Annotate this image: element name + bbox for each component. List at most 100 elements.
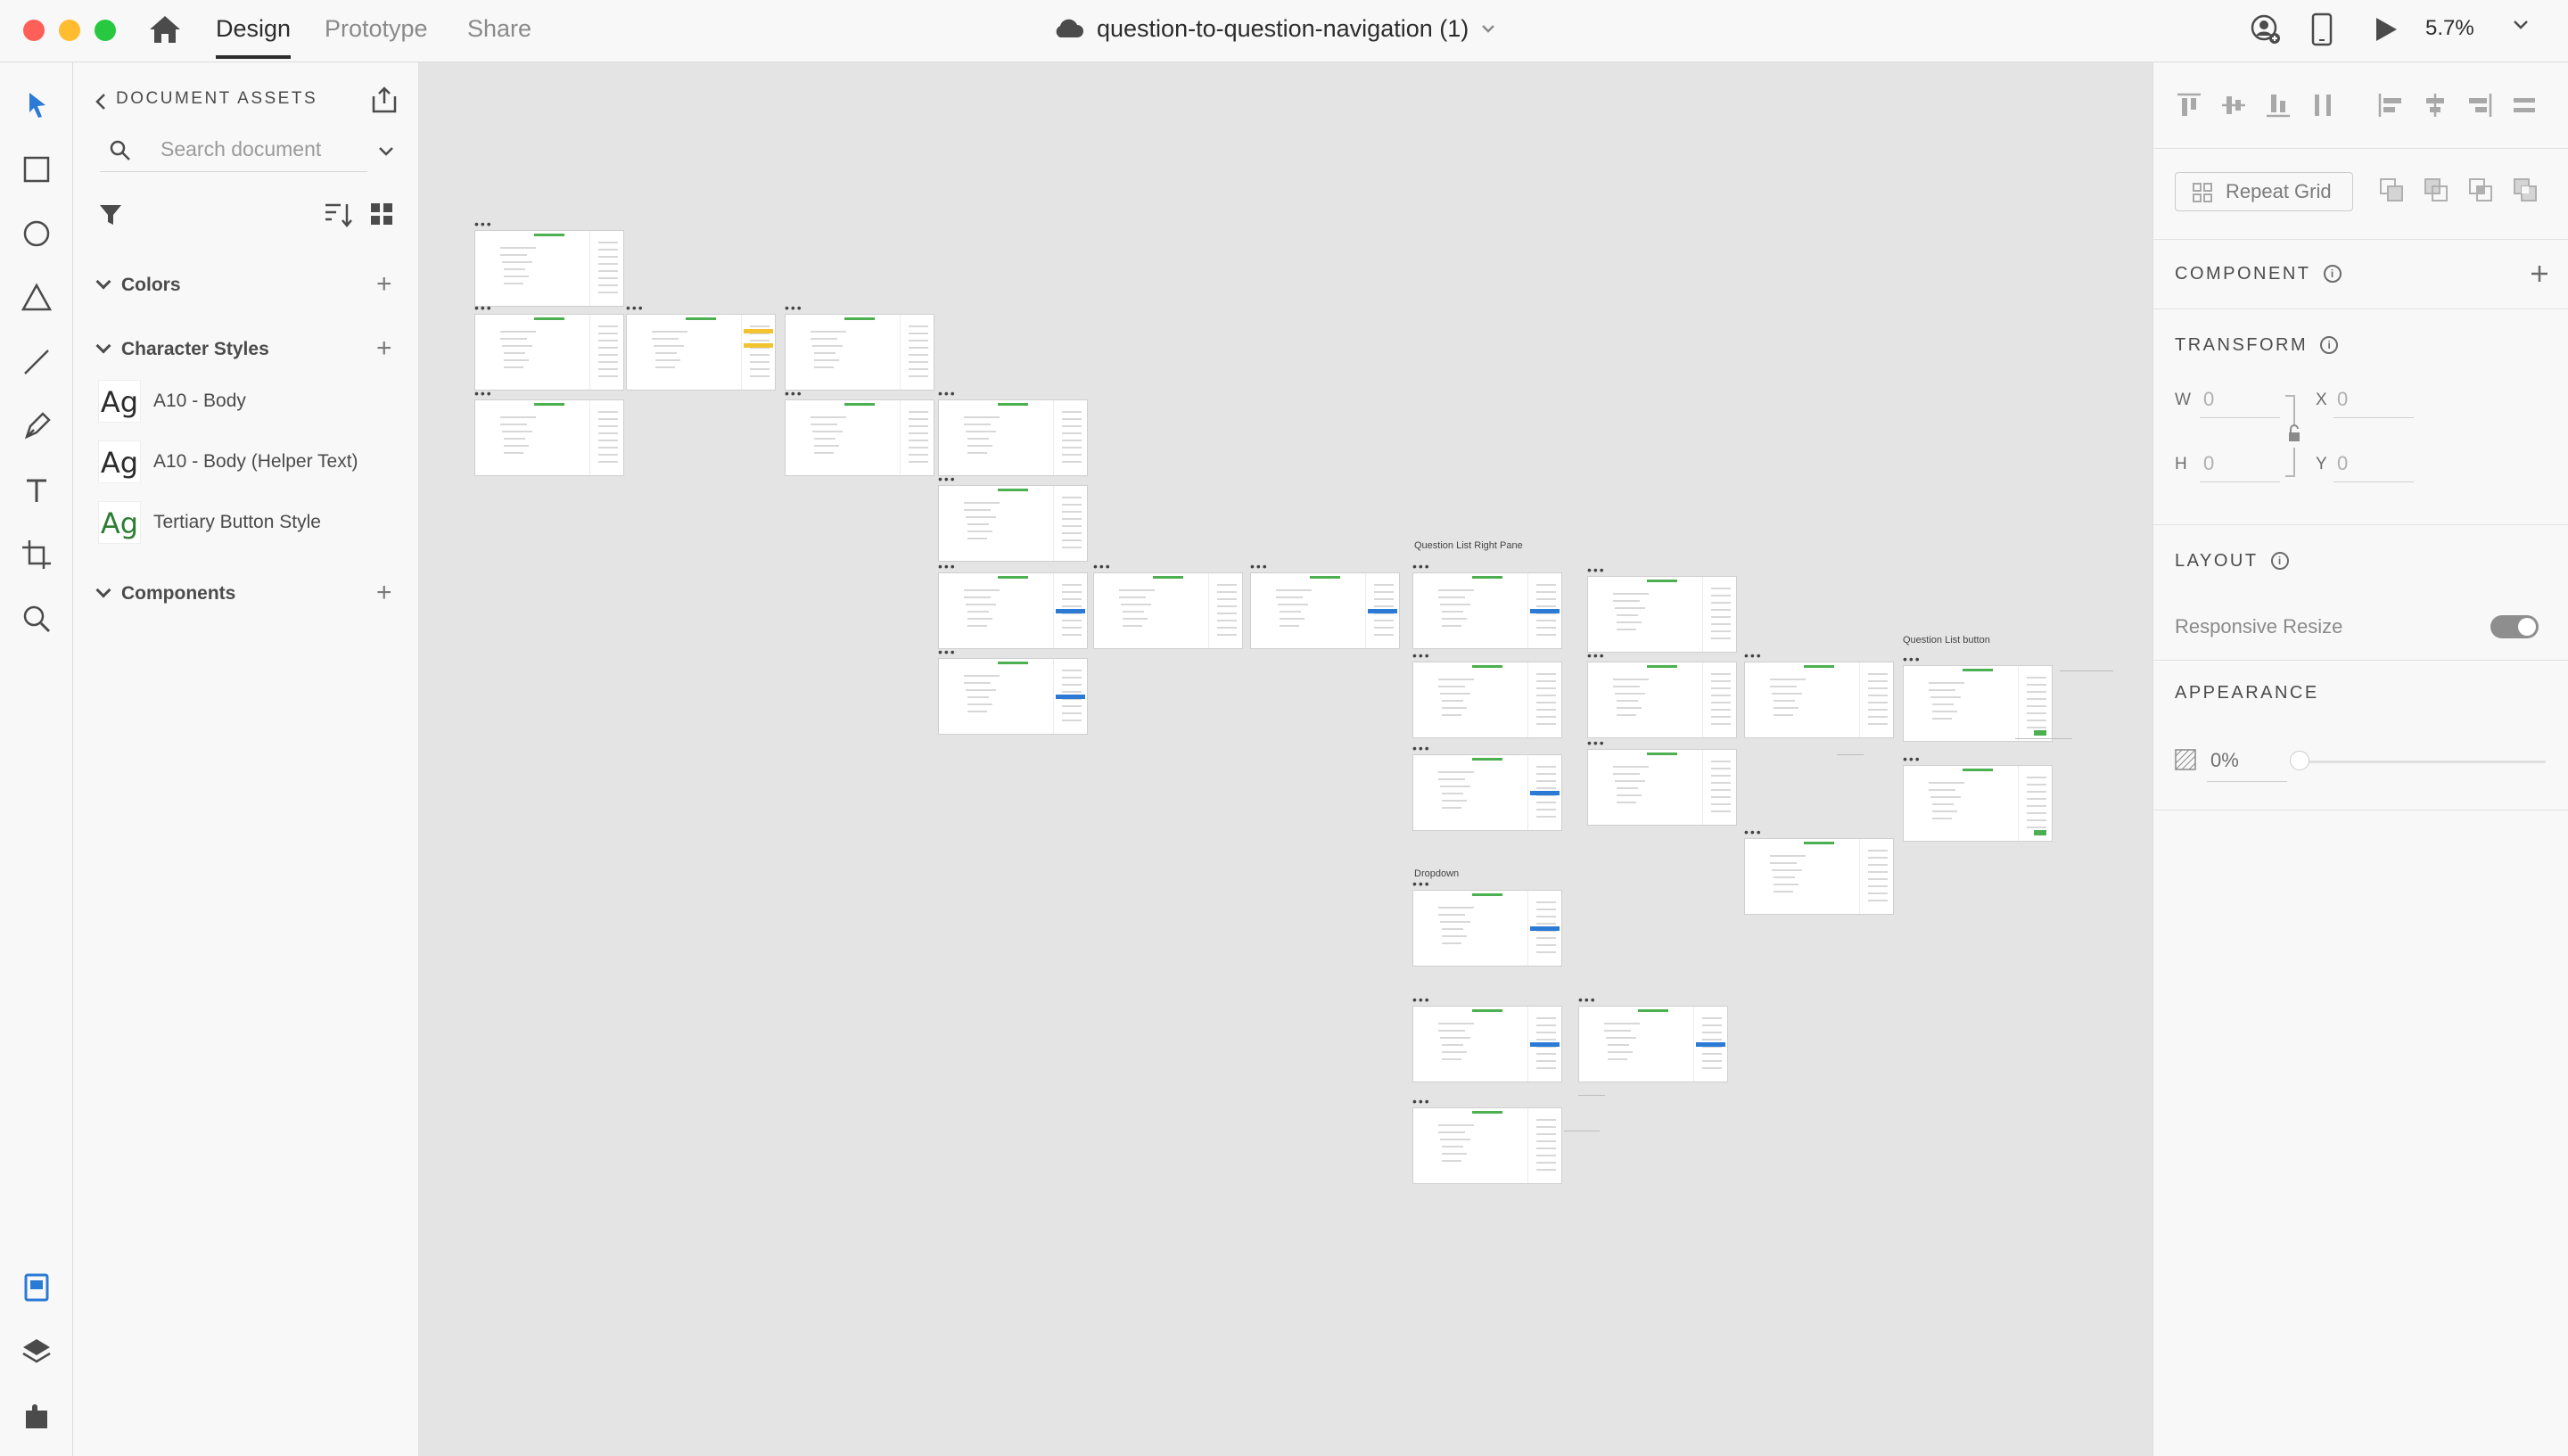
play-icon[interactable] (2374, 16, 2399, 43)
artboard-thumbnail[interactable] (1578, 1006, 1728, 1082)
artboard-thumbnail[interactable] (938, 658, 1088, 735)
opacity-slider-track[interactable] (2296, 761, 2546, 763)
device-preview-icon[interactable] (2311, 12, 2333, 46)
artboard-more-icon[interactable]: ••• (1587, 648, 1606, 662)
tab-design[interactable]: Design (216, 12, 292, 59)
tab-share[interactable]: Share (467, 15, 532, 42)
info-icon[interactable]: i (2270, 552, 2289, 570)
document-assets-icon[interactable] (19, 1270, 54, 1305)
x-field[interactable]: 0 (2337, 388, 2349, 410)
artboard-more-icon[interactable]: ••• (474, 300, 493, 315)
artboard-thumbnail[interactable] (1744, 838, 1894, 915)
artboard-more-icon[interactable]: ••• (1412, 1094, 1431, 1108)
align-center-icon[interactable] (2421, 91, 2449, 119)
invite-user-icon[interactable] (2251, 14, 2281, 45)
artboard-thumbnail[interactable] (474, 230, 624, 307)
artboard-thumbnail[interactable] (1903, 665, 2053, 742)
align-top-icon[interactable] (2175, 91, 2203, 119)
artboard-thumbnail[interactable] (938, 485, 1088, 562)
grid-view-icon[interactable] (369, 202, 394, 226)
add-character-style-button[interactable]: + (376, 333, 392, 363)
artboard-more-icon[interactable]: ••• (474, 217, 493, 231)
add-color-button[interactable]: + (376, 269, 392, 299)
colors-section-header[interactable]: Colors (95, 274, 181, 296)
opacity-slider-handle[interactable] (2290, 751, 2309, 770)
boolean-intersect-icon[interactable] (2467, 177, 2494, 203)
distribute-horizontal-icon[interactable] (2510, 91, 2539, 119)
zoom-chevron-down-icon[interactable] (2513, 20, 2529, 30)
artboard-thumbnail[interactable] (1744, 662, 1894, 738)
align-left-icon[interactable] (2376, 91, 2405, 119)
artboard-thumbnail[interactable] (1587, 749, 1737, 826)
artboard-thumbnail[interactable] (474, 399, 624, 476)
artboard-more-icon[interactable]: ••• (1744, 648, 1763, 662)
boolean-subtract-icon[interactable] (2423, 177, 2449, 203)
artboard-more-icon[interactable]: ••• (1903, 652, 1922, 666)
ellipse-tool-icon[interactable] (19, 216, 54, 251)
info-icon[interactable]: i (2320, 336, 2339, 354)
polygon-tool-icon[interactable] (19, 280, 54, 316)
artboard-thumbnail[interactable] (626, 314, 776, 391)
components-section-header[interactable]: Components (95, 582, 235, 605)
artboard-more-icon[interactable]: ••• (1412, 876, 1431, 891)
repeat-grid-button[interactable]: Repeat Grid (2175, 172, 2353, 211)
boolean-add-icon[interactable] (2378, 177, 2405, 203)
maximize-window-button[interactable] (95, 20, 116, 41)
artboard-more-icon[interactable]: ••• (1587, 563, 1606, 577)
artboard-thumbnail[interactable] (1412, 890, 1562, 967)
select-tool-icon[interactable] (19, 87, 54, 123)
artboard-more-icon[interactable]: ••• (1412, 992, 1431, 1007)
filter-icon[interactable] (98, 203, 123, 226)
artboard-more-icon[interactable]: ••• (1412, 648, 1431, 662)
artboard-more-icon[interactable]: ••• (938, 386, 957, 400)
artboard-more-icon[interactable]: ••• (1903, 752, 1922, 766)
artboard-more-icon[interactable]: ••• (1587, 736, 1606, 750)
artboard-more-icon[interactable]: ••• (1412, 559, 1431, 573)
artboard-more-icon[interactable]: ••• (1412, 741, 1431, 755)
text-tool-icon[interactable] (19, 473, 54, 508)
artboard-thumbnail[interactable] (1412, 1107, 1562, 1184)
artboard-thumbnail[interactable] (1093, 572, 1243, 649)
artboard-more-icon[interactable]: ••• (785, 386, 803, 400)
artboard-more-icon[interactable]: ••• (1744, 825, 1763, 839)
character-style-item[interactable]: Ag A10 - Body (Helper Text) (98, 440, 419, 485)
artboard-thumbnail[interactable] (785, 399, 934, 476)
artboard-thumbnail[interactable] (785, 314, 934, 391)
y-field[interactable]: 0 (2337, 452, 2349, 474)
document-title[interactable]: question-to-question-navigation (1) (1052, 12, 1495, 45)
zoom-level[interactable]: 5.7% (2425, 16, 2474, 40)
zoom-tool-icon[interactable] (19, 601, 54, 637)
align-right-icon[interactable] (2465, 91, 2494, 119)
character-style-item[interactable]: Ag A10 - Body (98, 380, 419, 424)
artboard-more-icon[interactable]: ••• (626, 300, 645, 315)
artboard-thumbnail[interactable] (1412, 572, 1562, 649)
character-style-item[interactable]: Ag Tertiary Button Style (98, 501, 419, 546)
plus-icon[interactable] (2530, 264, 2549, 284)
artboard-thumbnail[interactable] (1587, 576, 1737, 653)
lock-aspect-icon[interactable] (2284, 392, 2301, 480)
artboard-thumbnail[interactable] (1412, 754, 1562, 831)
artboard-thumbnail[interactable] (1250, 572, 1400, 649)
artboard-tool-icon[interactable] (19, 537, 54, 572)
search-filter-chevron-icon[interactable] (378, 146, 394, 157)
width-field[interactable]: 0 (2203, 388, 2215, 410)
align-bottom-icon[interactable] (2264, 91, 2292, 119)
responsive-resize-toggle[interactable] (2490, 615, 2539, 638)
artboard-thumbnail[interactable] (938, 399, 1088, 476)
artboard-more-icon[interactable]: ••• (1578, 992, 1597, 1007)
pen-tool-icon[interactable] (19, 408, 54, 444)
minimize-window-button[interactable] (59, 20, 80, 41)
artboard-more-icon[interactable]: ••• (938, 472, 957, 486)
rectangle-tool-icon[interactable] (19, 152, 54, 187)
home-icon[interactable] (148, 14, 182, 45)
align-middle-icon[interactable] (2219, 91, 2248, 119)
artboard-more-icon[interactable]: ••• (785, 300, 803, 315)
artboard-thumbnail[interactable] (938, 572, 1088, 649)
line-tool-icon[interactable] (19, 344, 54, 380)
height-field[interactable]: 0 (2203, 452, 2215, 474)
artboard-thumbnail[interactable] (1903, 765, 2053, 842)
artboard-thumbnail[interactable] (474, 314, 624, 391)
layers-icon[interactable] (19, 1334, 54, 1370)
artboard-thumbnail[interactable] (1587, 662, 1737, 738)
info-icon[interactable]: i (2323, 265, 2342, 283)
